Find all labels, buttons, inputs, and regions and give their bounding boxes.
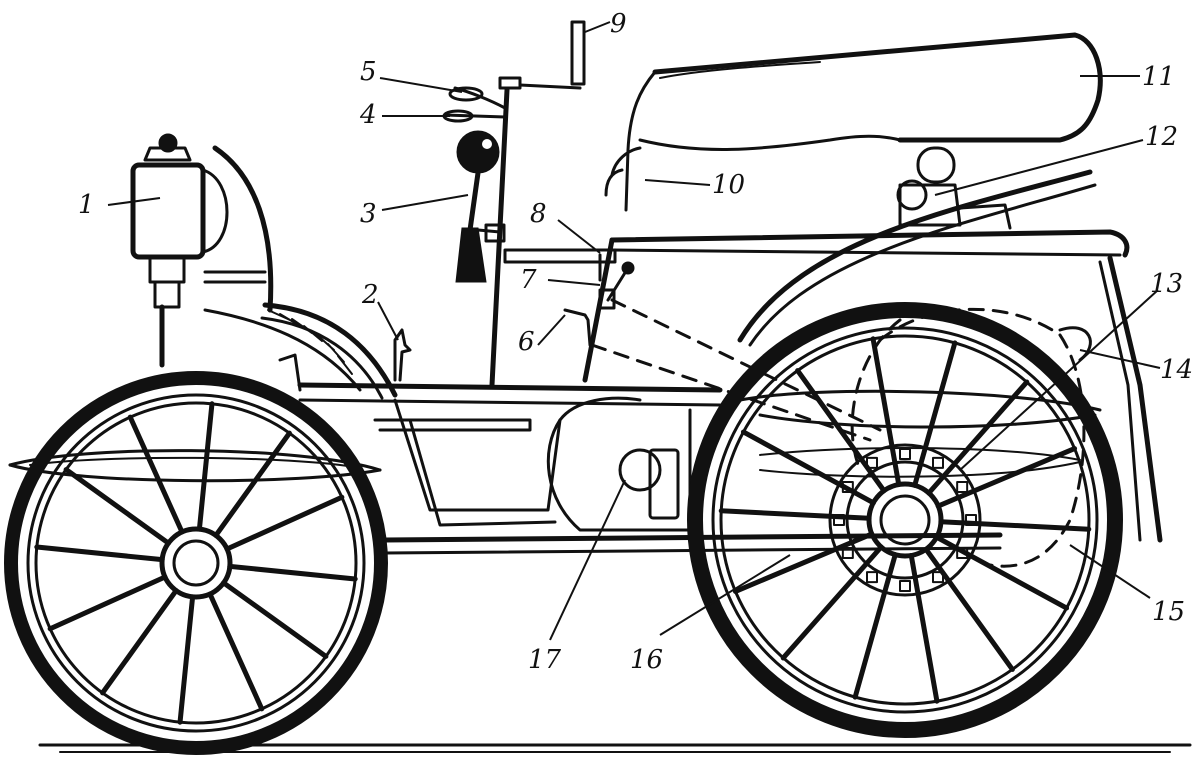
wheel-spoke bbox=[127, 414, 185, 535]
wheel-spoke bbox=[934, 534, 1070, 611]
wheel-spoke bbox=[732, 531, 875, 594]
wheel-spoke bbox=[227, 563, 358, 582]
wheel-spoke bbox=[100, 588, 179, 696]
callout-label: 6 bbox=[518, 327, 535, 357]
wheel-spoke bbox=[34, 544, 165, 563]
wheel-spoke bbox=[740, 429, 876, 506]
front-lamp bbox=[130, 133, 267, 368]
callout-label: 4 bbox=[359, 100, 377, 130]
sprocket-tooth bbox=[956, 481, 969, 493]
callout-label: 10 bbox=[712, 170, 745, 200]
wheel-spoke bbox=[207, 591, 265, 712]
wheel-spoke bbox=[923, 546, 1015, 672]
folding-top bbox=[624, 32, 1103, 212]
sprocket-tooth bbox=[932, 456, 944, 469]
sprocket-tooth bbox=[932, 571, 944, 584]
callout-label: 12 bbox=[1145, 122, 1178, 152]
wheel-spoke bbox=[63, 467, 171, 546]
sprocket-tooth bbox=[841, 547, 854, 559]
sprocket-tooth bbox=[965, 514, 977, 526]
wheel-spoke bbox=[935, 446, 1078, 509]
wheel-spoke bbox=[213, 430, 292, 538]
sprocket-tooth bbox=[833, 514, 845, 526]
wheel-spoke bbox=[177, 594, 196, 725]
wheel-spoke bbox=[795, 368, 887, 494]
wheel-spoke bbox=[912, 340, 958, 488]
callout-label: 8 bbox=[530, 199, 547, 229]
sprocket-tooth bbox=[899, 448, 911, 460]
sprocket-tooth bbox=[841, 481, 854, 493]
wheel-spoke bbox=[47, 574, 168, 632]
brake-lever bbox=[393, 328, 412, 382]
callout-label: 11 bbox=[1142, 62, 1175, 92]
callout-label: 15 bbox=[1152, 597, 1185, 627]
sprocket-tooth bbox=[866, 571, 878, 584]
callout-label: 13 bbox=[1150, 269, 1183, 299]
horn bbox=[455, 130, 506, 283]
sprocket-tooth bbox=[899, 580, 911, 592]
wheel-spoke bbox=[196, 401, 215, 532]
wheel-spoke bbox=[224, 494, 345, 552]
front-wheel bbox=[4, 371, 388, 755]
engine-unit bbox=[546, 408, 702, 532]
callout-labels: 1 2 3 4 5 6 7 8 9 10 11 12 13 14 15 16 1… bbox=[78, 9, 1193, 675]
sprocket-tooth bbox=[866, 456, 878, 469]
callout-label: 3 bbox=[360, 199, 377, 229]
wheel-spoke bbox=[926, 379, 1030, 496]
steering-column bbox=[442, 20, 586, 388]
callout-label: 2 bbox=[361, 280, 379, 310]
callout-label: 7 bbox=[520, 265, 537, 295]
controls-panel bbox=[503, 248, 635, 347]
callout-label: 9 bbox=[610, 9, 627, 39]
wheel-spoke bbox=[221, 580, 329, 659]
rear-body bbox=[582, 146, 1163, 543]
wheel-spoke bbox=[908, 552, 940, 704]
wheel-spoke bbox=[852, 552, 898, 700]
sprocket-tooth bbox=[956, 547, 969, 559]
wheel-spoke bbox=[870, 336, 902, 488]
leader-lines bbox=[107, 21, 1161, 641]
wheel-spoke bbox=[780, 544, 884, 661]
callout-label: 14 bbox=[1160, 355, 1193, 385]
callout-label: 16 bbox=[630, 645, 663, 675]
rear-wheel bbox=[687, 302, 1123, 738]
callout-label: 5 bbox=[360, 57, 377, 87]
callout-label: 1 bbox=[78, 190, 95, 220]
callout-label: 17 bbox=[528, 645, 562, 675]
